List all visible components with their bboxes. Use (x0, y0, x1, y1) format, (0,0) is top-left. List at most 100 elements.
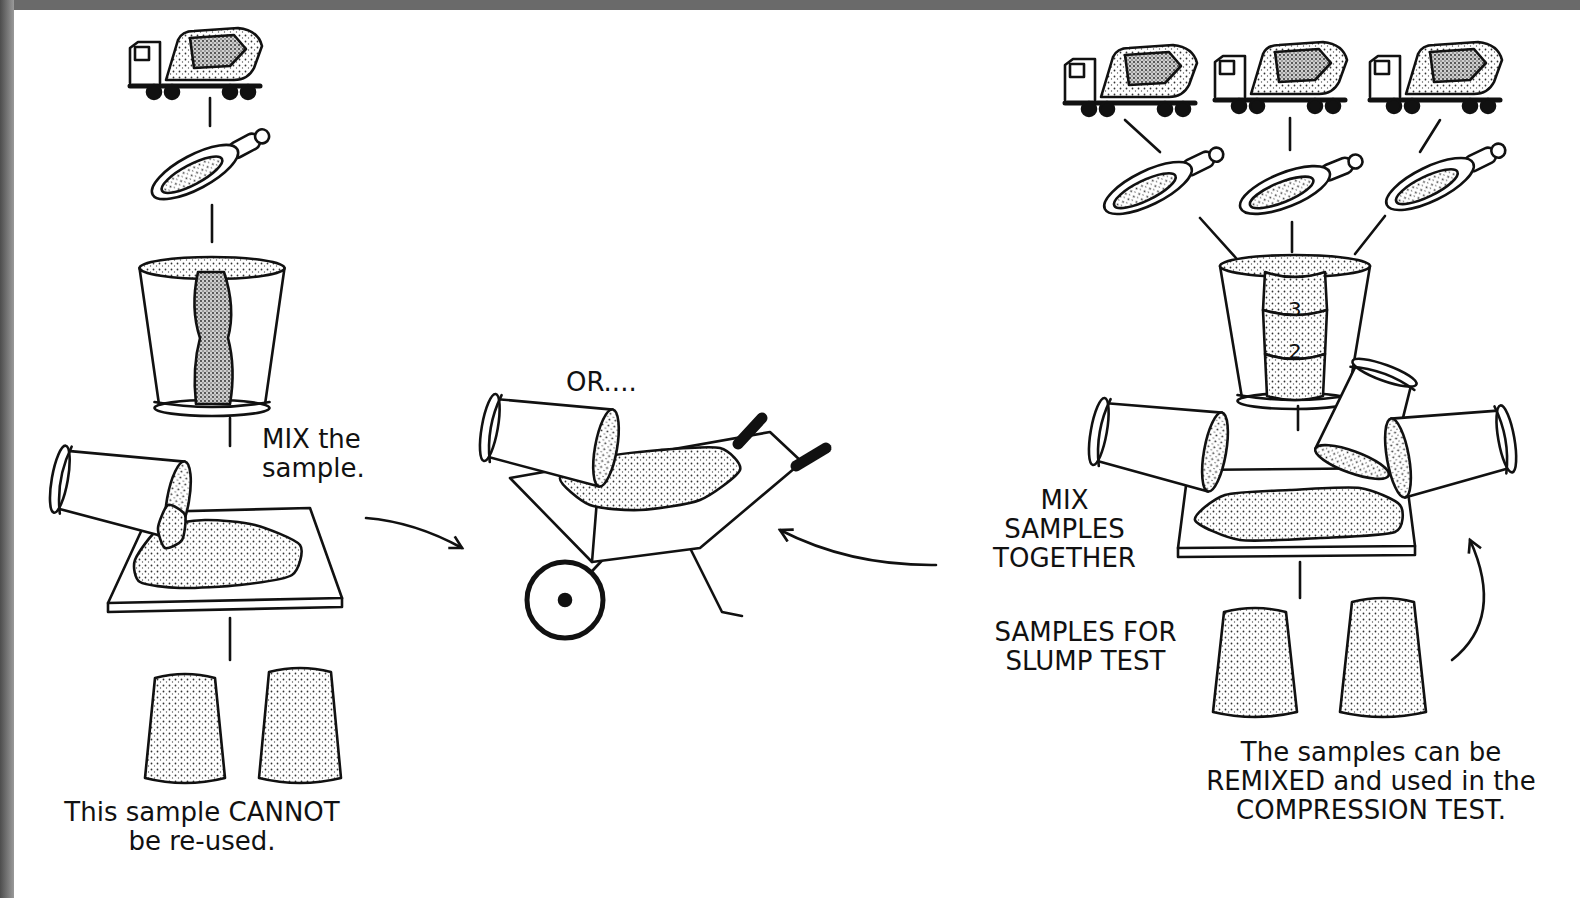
sample-scoop (1379, 132, 1512, 220)
bucket-band (1094, 398, 1111, 466)
flow-arrow (780, 530, 936, 565)
truck-wheel (1308, 99, 1322, 113)
flow-line (1420, 120, 1440, 152)
slump-cone-sample (145, 674, 225, 783)
instruction-note: MIX SAMPLES TOGETHER (982, 486, 1147, 573)
bucket-body (140, 268, 285, 408)
truck-wheel (241, 85, 255, 99)
alternative-note: OR.... (566, 368, 676, 397)
truck-wheel (1405, 99, 1419, 113)
scoop-bowl (1379, 148, 1480, 221)
truck-window (1220, 61, 1234, 74)
mixer-truck (130, 28, 262, 99)
flow-line (1297, 406, 1300, 430)
scoop-knob (1346, 152, 1364, 170)
truck-cab (1215, 56, 1245, 97)
flow-line (209, 98, 212, 126)
bucket-rim (1220, 255, 1370, 277)
truck-drum (1406, 42, 1502, 94)
wheelbarrow-wheel (527, 562, 603, 638)
bucket-base (1493, 404, 1521, 474)
scoop-knob (1489, 141, 1508, 160)
instruction-note: MIX the sample. (262, 425, 394, 483)
instruction-note: SAMPLES FOR SLUMP TEST (978, 618, 1193, 676)
concrete-pile (1195, 487, 1403, 540)
wheelbarrow-handle (738, 418, 762, 444)
flow-line (211, 205, 214, 242)
truck-drum (166, 28, 262, 80)
truck-window (135, 47, 149, 60)
scoop-bowl (1097, 152, 1198, 225)
truck-drum (1251, 42, 1347, 94)
pouring-concrete (158, 505, 186, 548)
scoop-knob (253, 127, 272, 146)
frame-top (0, 0, 1580, 10)
truck-cab (1065, 59, 1095, 100)
flow-line (1289, 118, 1292, 150)
flow-line (1200, 218, 1236, 258)
flow-line (1299, 562, 1302, 598)
tipped-bucket (1380, 398, 1521, 499)
flow-line (1125, 120, 1160, 152)
truck-wheel (1250, 99, 1264, 113)
mixer-truck (1215, 42, 1347, 113)
slump-cone-sample (1213, 608, 1297, 717)
slump-sample (259, 668, 341, 783)
flow-line (229, 618, 232, 660)
scoop-sample (1246, 170, 1317, 214)
layer-number: 3 (1283, 298, 1307, 320)
truck-window (1070, 64, 1084, 77)
flow-line (1291, 222, 1294, 252)
truck-wheel (223, 85, 237, 99)
slump-sample (1340, 598, 1426, 717)
truck-wheel (1481, 99, 1495, 113)
truck-wheel (1326, 99, 1340, 113)
warning-note: This sample CANNOT be re-used. (52, 798, 352, 856)
truck-drum (1101, 45, 1197, 97)
mixer-truck (1065, 45, 1197, 116)
truck-wheel (147, 85, 161, 99)
bucket-rim (1380, 417, 1416, 500)
truck-wheel (165, 85, 179, 99)
bucket-base (1350, 354, 1419, 392)
scoop-knob (1207, 145, 1226, 164)
scoop-sample (157, 150, 226, 200)
bucket-rim (588, 408, 623, 489)
sample-scoop (1234, 143, 1368, 224)
slump-sample (1213, 608, 1297, 717)
truck-wheel (1082, 102, 1096, 116)
drum-panel (1430, 49, 1486, 82)
drum-panel (1275, 49, 1331, 82)
sample-bucket (140, 257, 285, 416)
truck-wheel (1158, 102, 1172, 116)
bucket-band (1350, 362, 1416, 390)
scoop-bowl (1234, 156, 1336, 223)
flow-line (1355, 216, 1385, 254)
scoop-sample (1110, 167, 1180, 215)
bucket-band (485, 394, 502, 462)
truck-wheel (1387, 99, 1401, 113)
bucket-base (476, 393, 504, 463)
bucket-base (46, 444, 74, 514)
wheel-hub (559, 594, 571, 606)
drawing (45, 28, 1521, 783)
tipped-bucket (1084, 391, 1233, 494)
truck-window (1375, 61, 1389, 74)
drum-panel (1125, 52, 1181, 85)
wheelbarrow-leg (690, 548, 742, 616)
truck-cab (1370, 56, 1400, 97)
truck-wheel (1463, 99, 1477, 113)
truck-wheel (1232, 99, 1246, 113)
instruction-note: The samples can be REMIXED and used in t… (1205, 738, 1537, 825)
bucket-band (1495, 406, 1512, 474)
layer-number: 2 (1283, 340, 1307, 362)
slump-cone-sample (259, 668, 341, 783)
truck-wheel (1100, 102, 1114, 116)
flow-arrow (366, 518, 462, 548)
slump-sample (145, 674, 225, 783)
sample-scoop (145, 118, 277, 210)
bucket-band (55, 446, 72, 514)
scoop-sample (1392, 163, 1462, 211)
tipped-bucket (475, 388, 623, 489)
